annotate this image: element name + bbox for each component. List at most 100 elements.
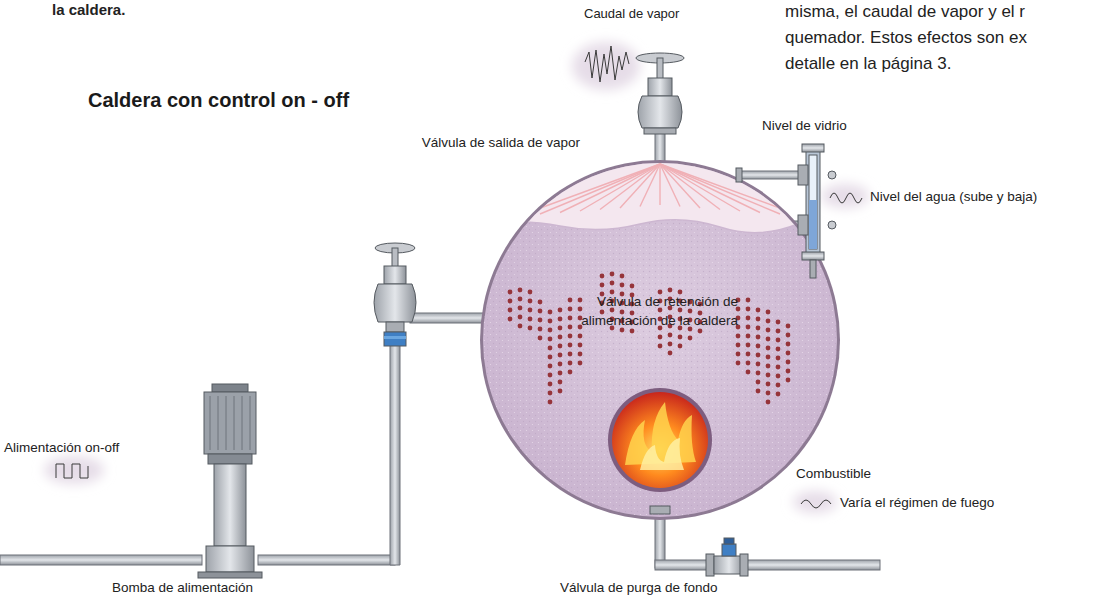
feed-pump-part xyxy=(208,454,252,464)
tube-hole xyxy=(630,329,635,334)
feed-pump-part xyxy=(198,572,262,578)
feed-pump-part-part xyxy=(242,396,243,450)
tube-hole xyxy=(508,308,513,313)
tube-hole xyxy=(746,298,751,303)
tube-hole xyxy=(736,361,741,366)
tube-hole xyxy=(578,307,583,312)
tube-hole xyxy=(668,351,673,356)
tube-hole xyxy=(668,342,673,347)
tube-hole xyxy=(578,361,583,366)
level-gauge-part xyxy=(736,168,742,182)
signal-label: Caudal de vapor xyxy=(584,6,679,22)
level-gauge-part xyxy=(798,165,808,185)
tube-hole xyxy=(766,319,771,324)
tube-hole xyxy=(568,325,573,330)
level-gauge-part xyxy=(828,221,836,229)
tube-hole xyxy=(756,380,761,385)
tube-hole xyxy=(746,361,751,366)
blowdown-valve-part xyxy=(740,554,748,576)
steam-valve-part xyxy=(638,96,682,128)
tube-hole xyxy=(766,346,771,351)
tube-hole xyxy=(568,370,573,375)
tube-hole xyxy=(568,316,573,321)
tube-hole xyxy=(668,288,673,293)
tube-hole xyxy=(568,352,573,357)
tube-hole xyxy=(776,374,781,379)
tube-hole xyxy=(548,355,553,360)
signal-icons-part xyxy=(56,464,88,478)
tube-hole xyxy=(568,361,573,366)
tube-hole xyxy=(610,290,615,295)
tube-hole xyxy=(746,316,751,321)
tube-hole xyxy=(558,353,563,358)
tube-hole xyxy=(746,307,751,312)
tube-hole xyxy=(518,288,523,293)
tube-hole xyxy=(548,310,553,315)
tube-hole xyxy=(786,378,791,383)
tube-hole xyxy=(578,352,583,357)
tube-hole xyxy=(756,317,761,322)
tube-hole xyxy=(558,326,563,331)
tube-hole xyxy=(736,334,741,339)
tube-hole xyxy=(548,319,553,324)
tube-hole xyxy=(548,337,553,342)
tube-hole xyxy=(558,380,563,385)
tube-hole xyxy=(766,382,771,387)
tube-hole xyxy=(558,362,563,367)
steam-ray xyxy=(580,164,660,211)
pipework-part xyxy=(410,313,486,323)
tube-hole xyxy=(538,309,543,314)
tube-hole xyxy=(600,274,605,279)
tube-hole xyxy=(538,336,543,341)
tube-hole xyxy=(746,352,751,357)
icon-clouds-part xyxy=(44,456,104,484)
tube-hole xyxy=(658,290,663,295)
body-text: quemador. Estos efectos son ex xyxy=(785,28,1027,48)
feed-pump-part-part xyxy=(234,396,235,450)
tube-hole xyxy=(548,400,553,405)
boiler-shell-part-part xyxy=(480,215,850,232)
tube-hole xyxy=(568,307,573,312)
blowdown-valve-part xyxy=(706,554,714,576)
tube-hole xyxy=(756,353,761,358)
tube-hole xyxy=(528,308,533,313)
tube-hole xyxy=(620,283,625,288)
level-gauge-part xyxy=(802,252,824,260)
tube-hole xyxy=(518,324,523,329)
tube-hole xyxy=(610,272,615,277)
tube-hole xyxy=(578,298,583,303)
steam-ray xyxy=(660,164,700,208)
pipework-part xyxy=(258,555,395,565)
feed-pump-part-part xyxy=(210,396,211,450)
tube-hole xyxy=(776,392,781,397)
part-label: Válvula de retención de alimentación de … xyxy=(548,292,738,330)
steam-ray xyxy=(659,164,660,205)
boiler-shell-part-part xyxy=(480,160,850,233)
feed-check-valve-part xyxy=(384,332,406,346)
tube-hole xyxy=(538,300,543,305)
tube-hole xyxy=(558,344,563,349)
feed-pump-part xyxy=(204,392,256,454)
pipework-part xyxy=(390,345,400,565)
tube-hole xyxy=(746,370,751,375)
feed-pump-part xyxy=(210,396,250,450)
tube-hole xyxy=(736,343,741,348)
steam-valve-part xyxy=(644,128,676,134)
icon-clouds-part xyxy=(793,491,837,513)
level-gauge-part xyxy=(828,171,836,179)
tube-hole xyxy=(776,320,781,325)
tube-hole xyxy=(736,352,741,357)
part-label: Válvula de purga de fondo xyxy=(560,580,718,596)
steam-valve xyxy=(636,53,684,134)
tube-hole xyxy=(766,310,771,315)
steam-ray xyxy=(660,164,800,216)
tube-hole xyxy=(786,351,791,356)
feed-pump-part xyxy=(212,384,248,392)
blowdown-valve xyxy=(650,506,748,576)
tube-hole xyxy=(548,328,553,333)
feed-check-valve-part xyxy=(384,336,406,339)
signal-label: Varía el régimen de fuego xyxy=(840,495,994,511)
blowdown-valve-part xyxy=(722,544,736,556)
tube-hole xyxy=(766,400,771,405)
steam-ray xyxy=(660,164,780,214)
